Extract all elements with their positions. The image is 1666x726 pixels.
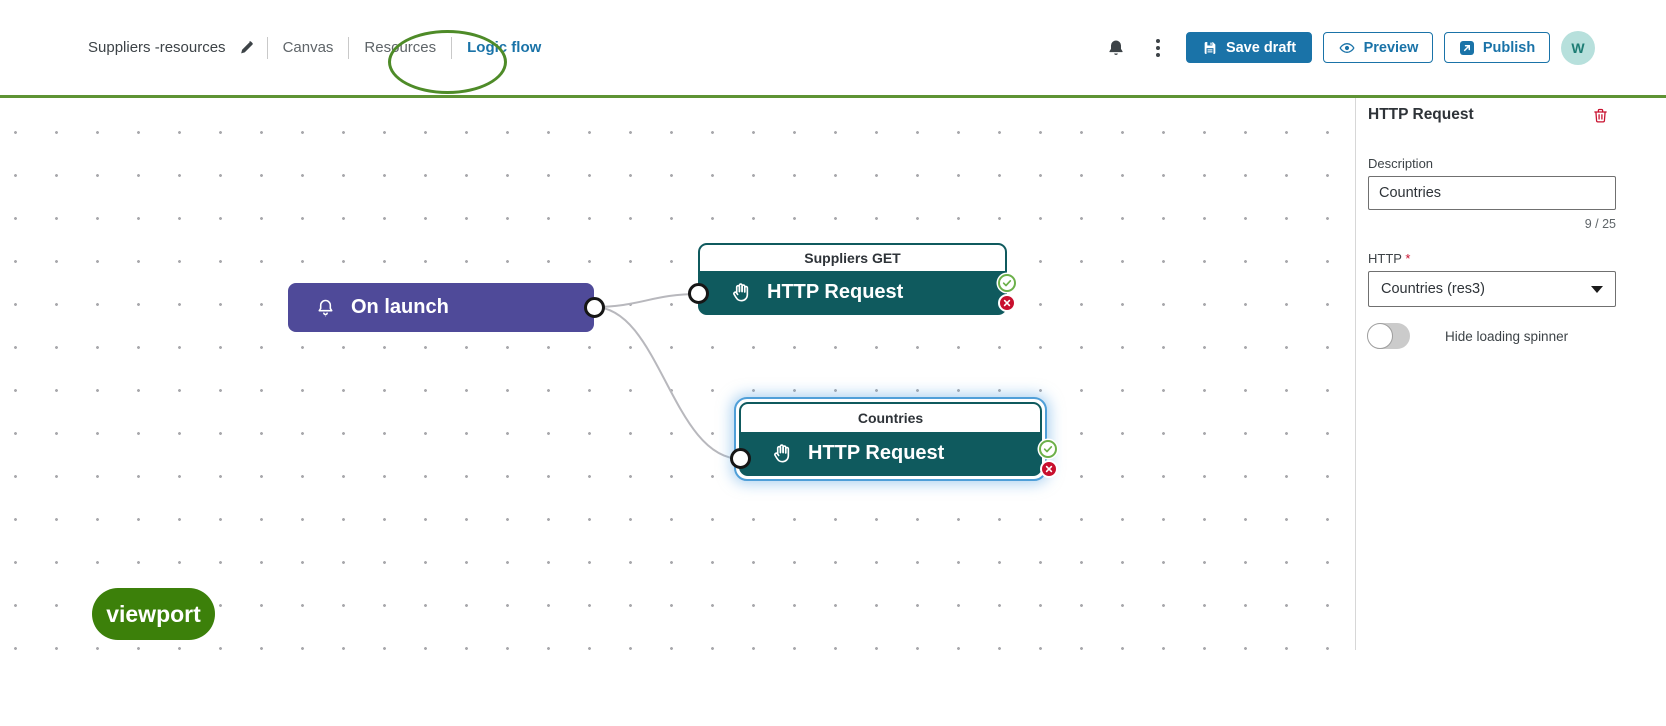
tab-canvas[interactable]: Canvas [281, 35, 336, 60]
user-avatar[interactable]: W [1561, 30, 1595, 65]
error-port-countries[interactable] [1040, 460, 1058, 478]
node-group-title: Suppliers GET [700, 245, 1005, 271]
hand-icon [733, 282, 749, 301]
preview-button[interactable]: Preview [1323, 32, 1433, 63]
save-icon [1204, 41, 1216, 54]
http-resource-select[interactable]: Countries (res3) [1368, 271, 1616, 307]
x-icon [1003, 299, 1011, 307]
countries-node-selected[interactable]: Countries HTTP Request [734, 397, 1047, 481]
delete-node-button[interactable] [1592, 106, 1609, 125]
preview-label: Preview [1363, 39, 1419, 56]
separator [348, 36, 350, 59]
required-asterisk: * [1405, 251, 1411, 266]
external-link-icon [1459, 40, 1474, 55]
input-port-countries[interactable] [730, 448, 751, 469]
save-draft-label: Save draft [1225, 39, 1297, 56]
http-label: HTTP * [1368, 251, 1410, 266]
node-group-title: Countries [741, 404, 1040, 432]
char-counter: 9 / 25 [1584, 217, 1616, 231]
description-label: Description [1368, 156, 1434, 171]
separator [266, 36, 268, 59]
x-icon [1045, 465, 1053, 473]
error-port-suppliers[interactable] [998, 294, 1016, 312]
publish-button[interactable]: Publish [1444, 32, 1550, 63]
annotation-underline [0, 95, 1666, 98]
node-label: HTTP Request [808, 441, 945, 464]
input-port-suppliers[interactable] [688, 283, 709, 304]
toggle-knob [1367, 323, 1393, 349]
tab-resources[interactable]: Resources [362, 35, 438, 60]
success-port-suppliers[interactable] [998, 274, 1016, 292]
toggle-label: Hide loading spinner [1445, 328, 1569, 344]
more-options-button[interactable] [1156, 38, 1160, 57]
bell-icon [1109, 40, 1123, 55]
eye-icon [1339, 42, 1355, 53]
viewport-badge: viewport [92, 588, 215, 640]
edge-connections [593, 293, 742, 460]
check-icon [1002, 280, 1012, 287]
http-select-value: Countries (res3) [1381, 281, 1485, 297]
chevron-down-icon [1591, 285, 1603, 293]
success-port-countries[interactable] [1039, 440, 1057, 458]
hide-loading-spinner-toggle[interactable] [1367, 323, 1410, 349]
flow-canvas[interactable]: On launch Suppliers GET HTTP Request [0, 98, 1355, 663]
pencil-icon [240, 41, 253, 54]
toggle-row: Hide loading spinner [1367, 323, 1569, 349]
node-box: Countries HTTP Request [739, 402, 1042, 476]
separator [451, 36, 453, 59]
bell-icon [318, 299, 333, 317]
header-right: Save draft Preview Publish W [1106, 0, 1595, 95]
node-label: HTTP Request [767, 280, 904, 303]
panel-title: HTTP Request [1368, 106, 1474, 123]
notifications-button[interactable] [1106, 37, 1126, 59]
page-title: Suppliers -resources [88, 39, 226, 56]
edge-onlaunch-countries [593, 306, 742, 460]
description-input[interactable] [1368, 176, 1616, 210]
properties-panel: HTTP Request Description 9 / 25 HTTP * C… [1356, 98, 1666, 726]
header-toolbar: Suppliers -resources Canvas Resources Lo… [0, 0, 1666, 95]
node-label: On launch [351, 296, 449, 318]
on-launch-node[interactable]: On launch [288, 283, 594, 332]
save-draft-button[interactable]: Save draft [1186, 32, 1312, 63]
header-left: Suppliers -resources Canvas Resources Lo… [88, 0, 543, 95]
tab-logic-flow[interactable]: Logic flow [465, 35, 543, 60]
node-body: HTTP Request [741, 432, 1040, 474]
suppliers-get-node[interactable]: Suppliers GET HTTP Request [698, 243, 1007, 315]
edit-title-button[interactable] [239, 40, 254, 55]
hand-icon [774, 443, 790, 462]
trash-icon [1594, 108, 1607, 123]
publish-label: Publish [1482, 39, 1536, 56]
node-box: Suppliers GET HTTP Request [698, 243, 1007, 315]
node-body: HTTP Request [700, 271, 1005, 313]
check-icon [1043, 446, 1053, 453]
edge-onlaunch-suppliers [593, 293, 700, 308]
http-label-text: HTTP [1368, 251, 1402, 266]
output-port-on-launch[interactable] [584, 297, 605, 318]
panel-divider [1355, 98, 1356, 650]
